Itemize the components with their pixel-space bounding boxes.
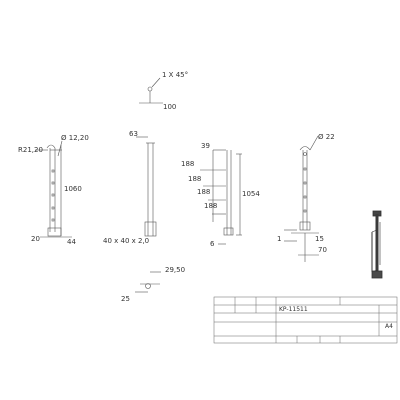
detail-chamfer: [139, 77, 163, 104]
dim-25: 25: [121, 295, 130, 303]
dim-63: 63: [129, 130, 138, 138]
sheet-format: A4: [385, 323, 393, 330]
title-block: [213, 296, 398, 344]
view-post-front: [136, 136, 157, 237]
dim-1060: 1060: [64, 185, 82, 193]
view-infill-spacing: [200, 149, 242, 245]
view-isometric: [371, 210, 383, 279]
dim-dia12: Ø 12,20: [61, 134, 89, 142]
dim-20: 20: [31, 235, 40, 243]
dim-188-b: 188: [188, 175, 201, 183]
dim-dia22: Ø 22: [318, 133, 335, 141]
dim-6: 6: [210, 240, 215, 248]
dim-70: 70: [318, 246, 327, 254]
dim-39: 39: [201, 142, 210, 150]
dim-1054: 1054: [242, 190, 260, 198]
dim-r21: R21,20: [18, 146, 43, 154]
drawing-number: KP-11511: [279, 306, 308, 313]
dim-44: 44: [67, 238, 76, 246]
dim-15: 15: [315, 235, 324, 243]
dim-188-a: 188: [181, 160, 194, 168]
dim-100: 100: [163, 103, 176, 111]
dim-section: 40 x 40 x 2,0: [103, 237, 149, 245]
dim-188-d: 188: [204, 202, 217, 210]
detail-bottom-fitting: [135, 271, 161, 293]
view-post-side: [35, 140, 72, 238]
dim-chamfer: 1 X 45°: [162, 71, 188, 79]
view-post-flange: [284, 135, 319, 262]
dim-1: 1: [277, 235, 281, 243]
dim-2950: 29,50: [165, 266, 185, 274]
dim-188-c: 188: [197, 188, 210, 196]
